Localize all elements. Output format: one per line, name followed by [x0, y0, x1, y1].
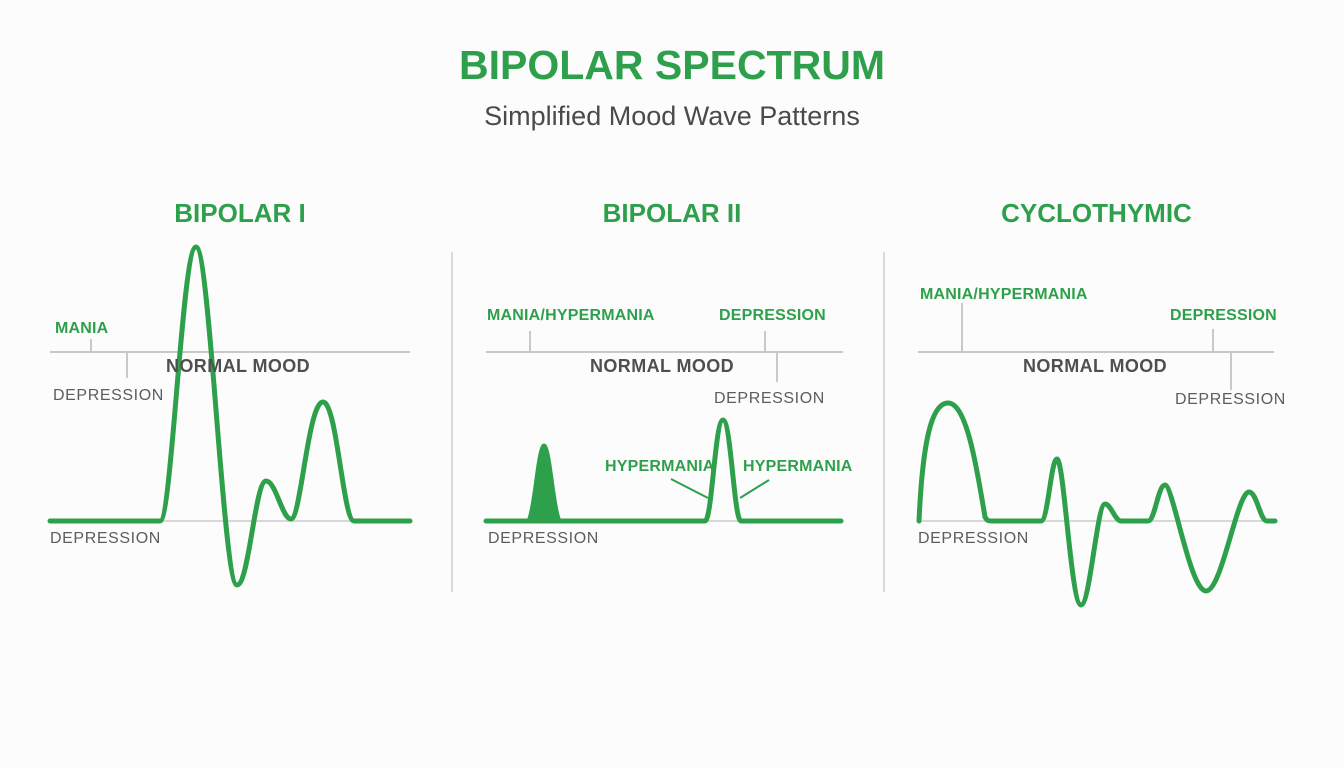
filled-depression-bump-bipolar-2	[524, 443, 564, 524]
label-depression-green-panel3: DEPRESSION	[1170, 307, 1277, 324]
label-normal-mood-panel2: NORMAL MOOD	[590, 356, 735, 376]
label-mania-hypermania-panel2: MANIA/HYPERMANIA	[487, 307, 655, 324]
label-normal-mood-panel1: NORMAL MOOD	[166, 356, 311, 376]
hypermania-callout-line-right	[739, 479, 770, 499]
label-depression-green-panel2: DEPRESSION	[719, 307, 826, 324]
label-depression-baseline-panel3: DEPRESSION	[918, 530, 1029, 547]
label-normal-mood-panel3: NORMAL MOOD	[1023, 356, 1168, 376]
hypermania-callout-line-left	[670, 478, 709, 499]
label-mania-panel1: MANIA	[55, 320, 109, 337]
label-depression-upper-panel2: DEPRESSION	[714, 390, 825, 407]
label-depression-upper-panel3: DEPRESSION	[1175, 391, 1286, 408]
label-mania-hypermania-panel3: MANIA/HYPERMANIA	[920, 286, 1088, 303]
label-depression-baseline-panel2: DEPRESSION	[488, 530, 599, 547]
mood-curve-bipolar-2	[483, 417, 844, 524]
label-depression-baseline-panel1: DEPRESSION	[50, 530, 161, 547]
panel-title-bipolar-1: BIPOLAR I	[174, 198, 306, 228]
label-hypermania-left-panel2: HYPERMANIA	[605, 458, 715, 475]
page-title: BIPOLAR SPECTRUM	[459, 42, 885, 88]
mood-curve-bipolar-1	[47, 244, 413, 588]
page-subtitle: Simplified Mood Wave Patterns	[484, 101, 860, 131]
label-depression-upper-panel1: DEPRESSION	[53, 387, 164, 404]
label-hypermania-right-panel2: HYPERMANIA	[743, 458, 853, 475]
mood-curve-cyclothymic	[916, 400, 1278, 608]
panel-title-bipolar-2: BIPOLAR II	[602, 198, 742, 228]
panel-title-cyclothymic: CYCLOTHYMIC	[1001, 198, 1192, 228]
